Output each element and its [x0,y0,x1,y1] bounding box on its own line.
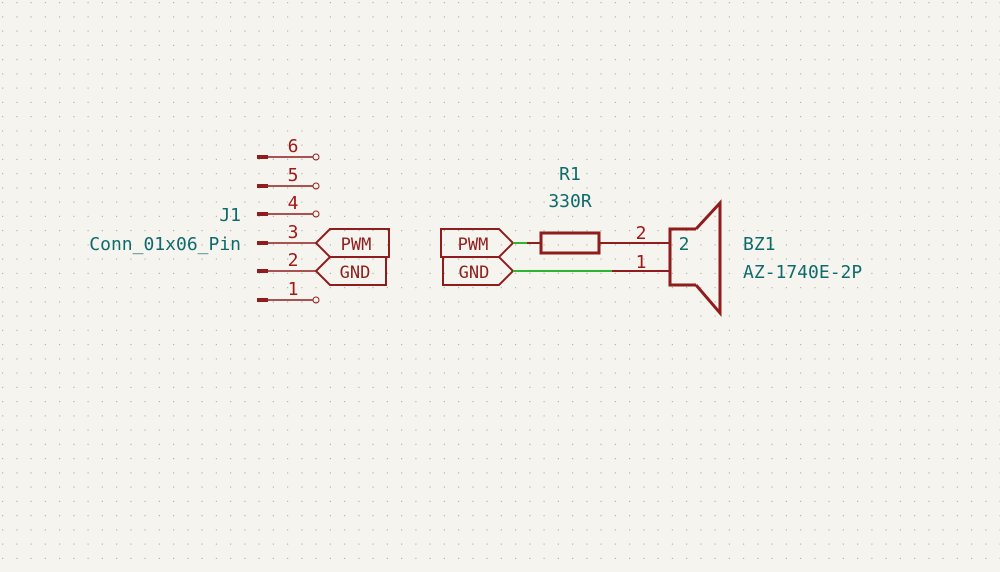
net-label-text: PWM [458,235,489,255]
bz1-value: AZ-1740E-2P [743,262,862,283]
bz1-pin-1-number: 1 [636,252,647,273]
net-label-pwm[interactable]: PWM [440,228,515,258]
j1-pin-3[interactable]: 3 [257,222,316,245]
bz1-reference: BZ1 [743,234,776,255]
j1-pin-1[interactable]: 1 [257,279,320,304]
j1-value: Conn_01x06_Pin [89,234,241,255]
pin-number: 3 [288,222,299,243]
j1-pin-5[interactable]: 5 [257,165,320,190]
buzzer-symbol-icon [668,199,722,318]
net-label-text: PWM [341,235,372,255]
pin-number: 1 [288,279,299,300]
j1-pin-4[interactable]: 4 [257,193,320,218]
j1-pin-2[interactable]: 2 [257,250,316,273]
pin-number: 5 [288,165,299,186]
r1-body [539,231,601,255]
net-label-text: GND [340,263,371,283]
pin-number: 2 [288,250,299,271]
r1-reference: R1 [559,164,581,185]
j1-pin-6[interactable]: 6 [257,136,320,161]
unconnected-pin-icon [312,296,320,304]
buzzer-bz1[interactable]: 2 1 2 BZ1 AZ-1740E-2P [612,199,862,318]
pin-number: 4 [288,193,299,214]
net-label-text: GND [459,263,490,283]
bz1-pin-2-number: 2 [636,223,647,244]
unconnected-pin-icon [312,153,320,161]
bz1-inner-label: 2 [679,234,690,255]
resistor-r1[interactable]: R1 330R [527,164,669,255]
unconnected-pin-icon [312,210,320,218]
connector-j1[interactable]: 6 5 4 3 2 1 J1 Conn_01x06_Pin [89,136,320,304]
j1-reference: J1 [219,205,241,226]
unconnected-pin-icon [312,182,320,190]
net-label-gnd[interactable]: GND [442,256,515,286]
net-label-j1-gnd[interactable]: GND [314,256,387,286]
r1-value: 330R [548,191,592,212]
grid-dots [2,2,1000,559]
pin-number: 6 [288,136,299,157]
net-label-j1-pwm[interactable]: PWM [314,228,390,258]
